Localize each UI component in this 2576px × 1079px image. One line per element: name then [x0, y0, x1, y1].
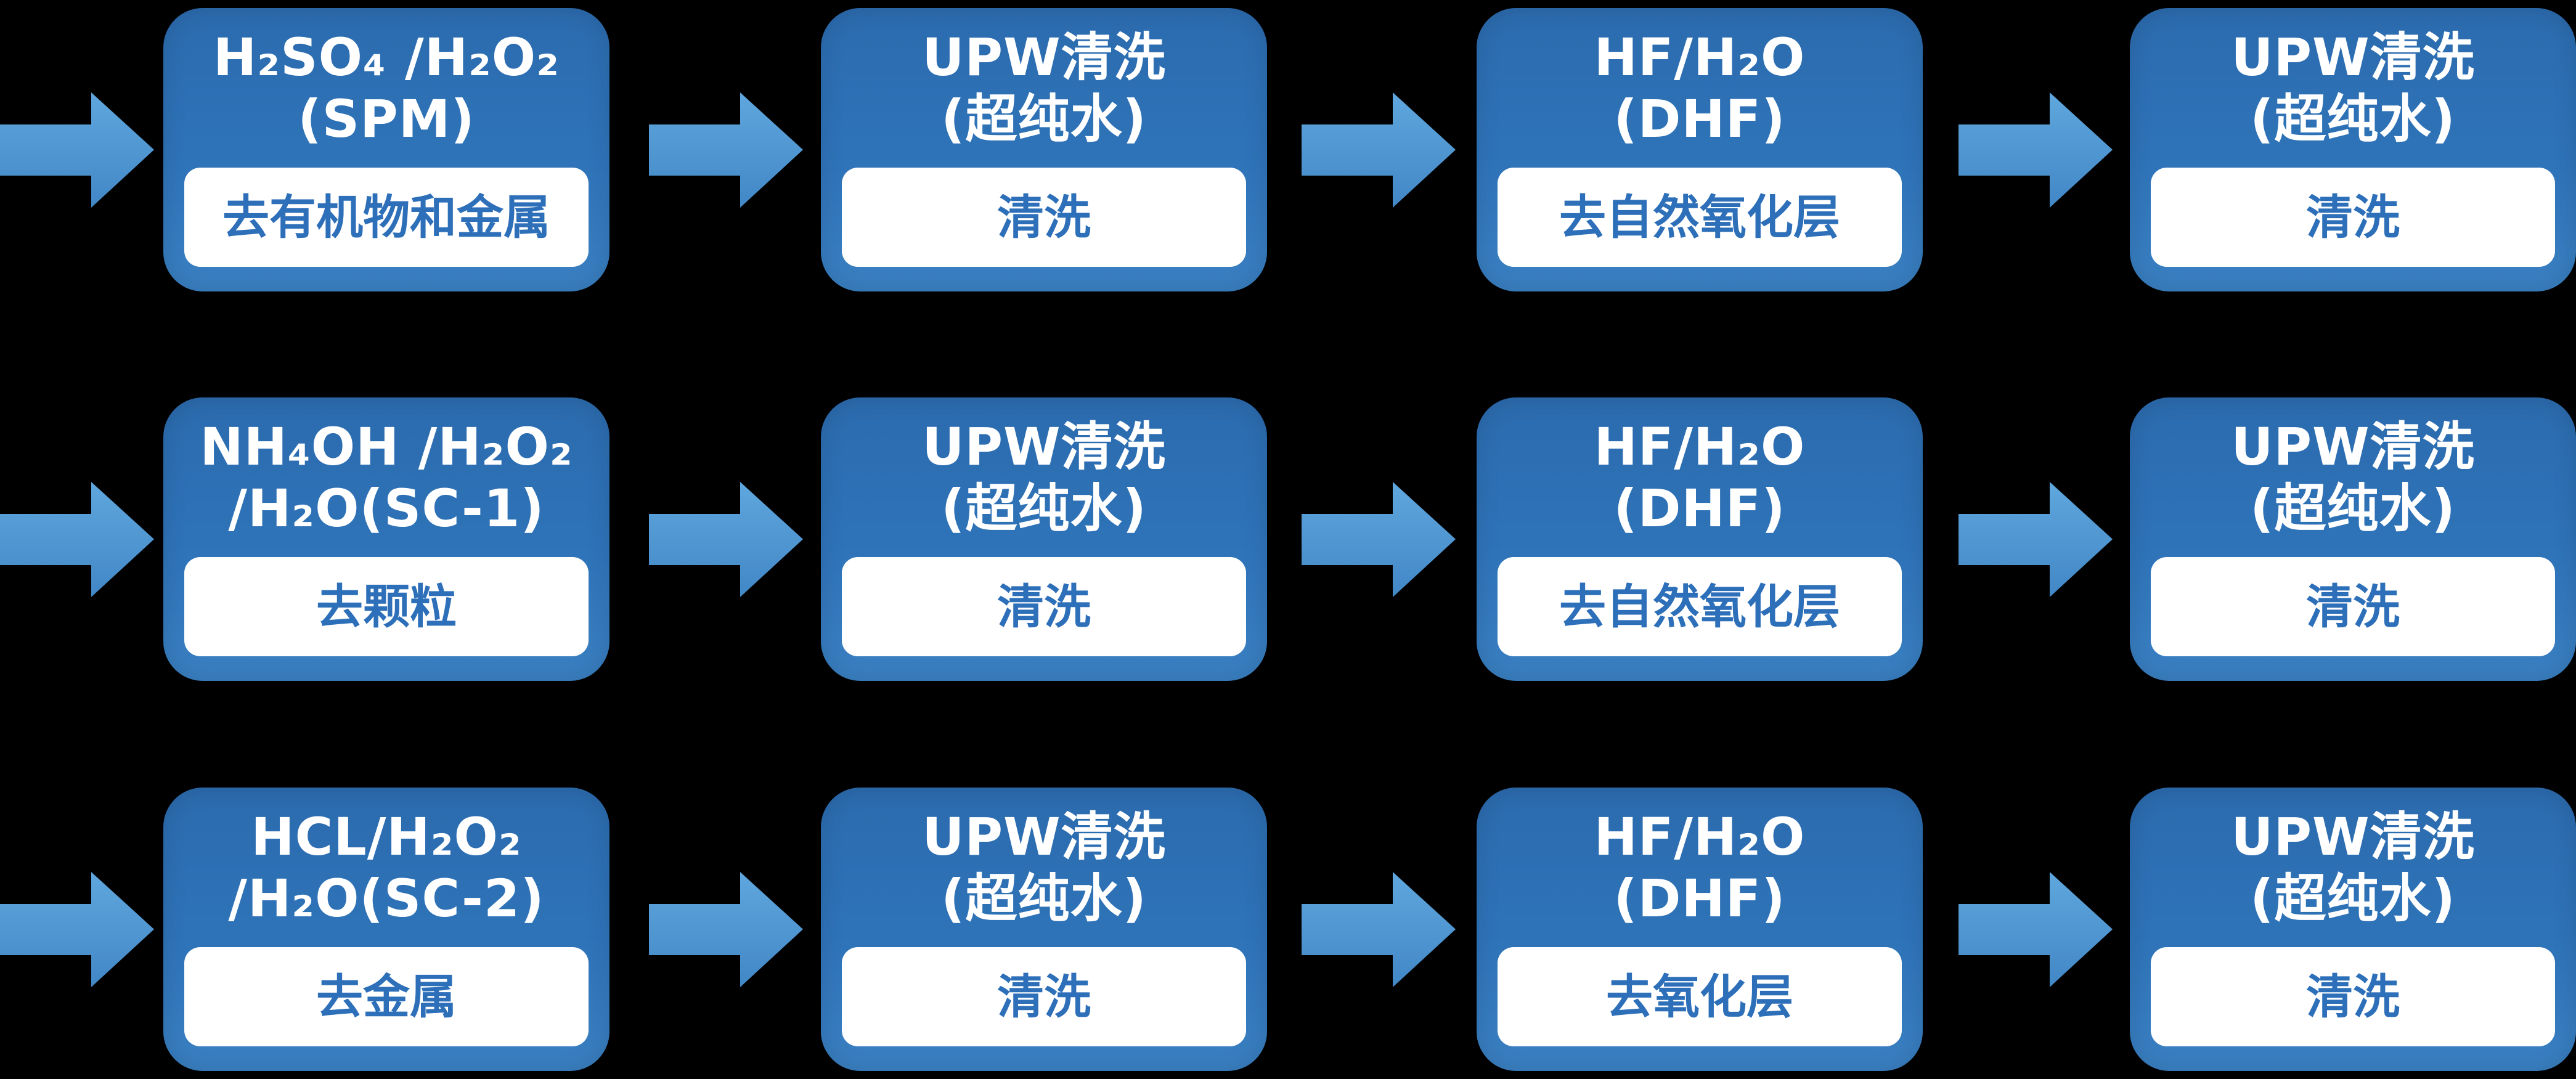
step-title-line: UPW清洗	[922, 806, 1166, 867]
step-title-line: (超纯水)	[2250, 88, 2456, 149]
step-action-panel: 去氧化层	[1498, 947, 1902, 1046]
step-title-line: (超纯水)	[941, 88, 1147, 149]
step-title-line: UPW清洗	[922, 416, 1166, 477]
process-step: HCL/H₂O₂ /H₂O(SC-2) 去金属	[163, 788, 609, 1071]
step-action-label: 去颗粒	[316, 579, 457, 634]
process-step: HF/H₂O (DHF) 去氧化层	[1477, 788, 1923, 1071]
step-title-line: HF/H₂O	[1594, 806, 1806, 867]
step-action-label: 清洗	[997, 579, 1091, 634]
step-title: UPW清洗 (超纯水)	[821, 8, 1267, 168]
step-title-line: NH₄OH /H₂O₂	[200, 416, 573, 477]
step-title-line: HF/H₂O	[1594, 26, 1806, 88]
step-title: HF/H₂O (DHF)	[1477, 788, 1923, 947]
step-title-line: (DHF)	[1613, 88, 1786, 149]
step-title-line: HF/H₂O	[1594, 416, 1806, 477]
flow-arrow-icon	[649, 872, 803, 987]
process-step: UPW清洗 (超纯水) 清洗	[2130, 8, 2576, 291]
flow-arrow-icon	[1302, 482, 1456, 597]
step-action-label: 清洗	[2306, 189, 2400, 245]
step-title: HF/H₂O (DHF)	[1477, 8, 1923, 168]
flow-arrow-icon	[1958, 92, 2113, 208]
step-action-panel: 清洗	[2151, 557, 2555, 656]
step-title-line: (DHF)	[1613, 478, 1786, 539]
process-step: NH₄OH /H₂O₂ /H₂O(SC-1) 去颗粒	[163, 397, 609, 681]
step-title-line: HCL/H₂O₂	[251, 806, 522, 867]
step-title-line: /H₂O(SC-2)	[228, 868, 545, 929]
step-title-line: UPW清洗	[2231, 416, 2475, 477]
step-title-line: (超纯水)	[2250, 478, 2456, 539]
flow-arrow-icon	[0, 872, 154, 987]
step-title-line: H₂SO₄ /H₂O₂	[213, 26, 560, 88]
process-step: UPW清洗 (超纯水) 清洗	[821, 397, 1267, 681]
step-title: UPW清洗 (超纯水)	[821, 788, 1267, 947]
step-title: NH₄OH /H₂O₂ /H₂O(SC-1)	[163, 397, 609, 557]
step-title-line: (SPM)	[298, 88, 475, 149]
process-step: HF/H₂O (DHF) 去自然氧化层	[1477, 397, 1923, 681]
step-title: H₂SO₄ /H₂O₂ (SPM)	[163, 8, 609, 168]
step-title: HCL/H₂O₂ /H₂O(SC-2)	[163, 788, 609, 947]
step-title-line: /H₂O(SC-1)	[228, 478, 545, 539]
process-step: UPW清洗 (超纯水) 清洗	[821, 788, 1267, 1071]
step-action-label: 去自然氧化层	[1559, 189, 1840, 245]
flow-arrow-icon	[1302, 872, 1456, 987]
step-action-panel: 去自然氧化层	[1498, 557, 1902, 656]
step-title-line: (DHF)	[1613, 868, 1786, 929]
step-action-label: 去氧化层	[1606, 969, 1793, 1024]
flow-arrow-icon	[1302, 92, 1456, 208]
step-title-line: UPW清洗	[922, 26, 1166, 88]
step-title: HF/H₂O (DHF)	[1477, 397, 1923, 557]
step-action-label: 清洗	[2306, 579, 2400, 634]
process-step: UPW清洗 (超纯水) 清洗	[2130, 397, 2576, 681]
flow-arrow-icon	[649, 92, 803, 208]
step-action-panel: 去金属	[184, 947, 589, 1046]
step-action-panel: 去自然氧化层	[1498, 168, 1902, 267]
step-action-panel: 清洗	[842, 168, 1246, 267]
step-action-label: 清洗	[997, 189, 1091, 245]
step-action-panel: 去颗粒	[184, 557, 589, 656]
step-title: UPW清洗 (超纯水)	[2130, 8, 2576, 168]
step-action-panel: 去有机物和金属	[184, 168, 589, 267]
step-action-panel: 清洗	[842, 947, 1246, 1046]
step-action-panel: 清洗	[842, 557, 1246, 656]
process-step: UPW清洗 (超纯水) 清洗	[821, 8, 1267, 291]
step-action-panel: 清洗	[2151, 947, 2555, 1046]
flow-arrow-icon	[1958, 482, 2113, 597]
step-title-line: UPW清洗	[2231, 806, 2475, 867]
step-title-line: (超纯水)	[2250, 868, 2456, 929]
step-action-label: 去自然氧化层	[1559, 579, 1840, 634]
flow-arrow-icon	[649, 482, 803, 597]
step-title: UPW清洗 (超纯水)	[2130, 397, 2576, 557]
step-title: UPW清洗 (超纯水)	[821, 397, 1267, 557]
step-title-line: (超纯水)	[941, 478, 1147, 539]
step-action-label: 去有机物和金属	[222, 189, 550, 245]
step-action-panel: 清洗	[2151, 168, 2555, 267]
process-step: HF/H₂O (DHF) 去自然氧化层	[1477, 8, 1923, 291]
flow-arrow-icon	[0, 482, 154, 597]
step-title: UPW清洗 (超纯水)	[2130, 788, 2576, 947]
process-step: UPW清洗 (超纯水) 清洗	[2130, 788, 2576, 1071]
step-action-label: 清洗	[997, 969, 1091, 1024]
step-action-label: 清洗	[2306, 969, 2400, 1024]
step-title-line: (超纯水)	[941, 868, 1147, 929]
step-title-line: UPW清洗	[2231, 26, 2475, 88]
flow-arrow-icon	[1958, 872, 2113, 987]
process-step: H₂SO₄ /H₂O₂ (SPM) 去有机物和金属	[163, 8, 609, 291]
flow-arrow-icon	[0, 92, 154, 208]
step-action-label: 去金属	[316, 969, 457, 1024]
